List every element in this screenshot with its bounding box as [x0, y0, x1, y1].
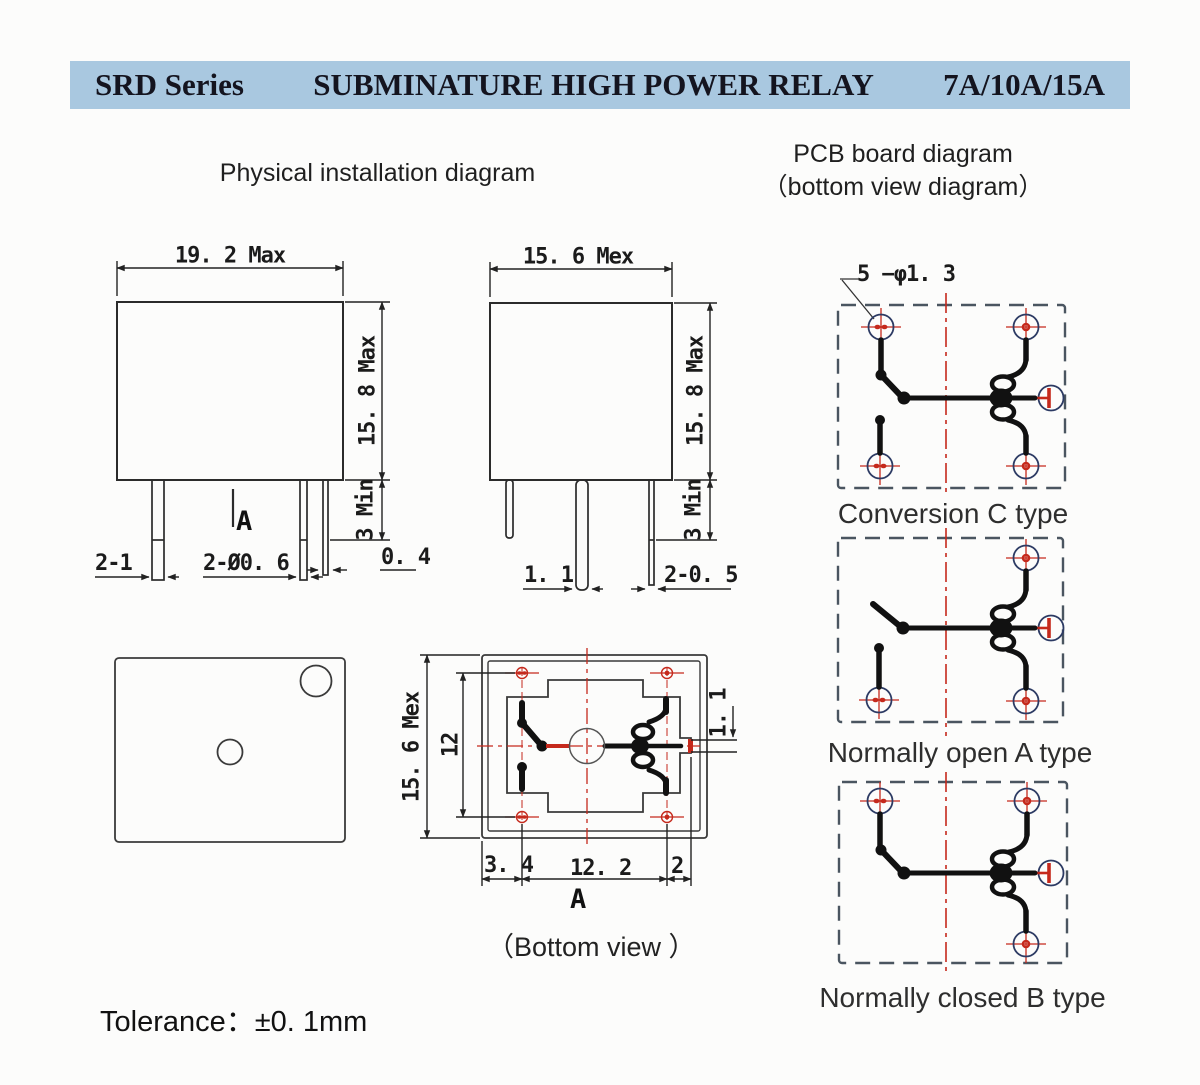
front-width-dim: 19. 2 Max — [174, 243, 286, 269]
right-section-title: PCB board diagram （bottom view diagram） — [738, 138, 1068, 204]
front-height-dim: 15. 8 Max — [355, 335, 381, 447]
top-view — [114, 657, 346, 843]
pcb-hole-dim: 5 −φ1. 3 — [857, 262, 956, 287]
pcb-a-type — [836, 528, 1065, 736]
header-title: SUBMINATURE HIGH POWER RELAY — [313, 67, 874, 102]
side-view-dimensions — [489, 262, 731, 593]
left-section-title: Physical installation diagram — [219, 159, 536, 187]
front-pin-left-dim: 2-1 — [95, 551, 133, 576]
header-rating: 7A/10A/15A — [943, 67, 1105, 102]
pcb-c-type — [836, 293, 1067, 497]
bottomview-pin-dim: 1. 1 — [706, 688, 732, 738]
bottom-view — [420, 648, 737, 886]
bottomview-caption: （Bottom view ） — [487, 932, 696, 962]
bottomview-dim-left: 3. 4 — [484, 853, 534, 878]
side-pin-right-dim: 2-0. 5 — [664, 563, 738, 588]
front-pin-mid-dim: 2-Ø0. 6 — [203, 551, 290, 576]
pcb-type-a-label: Normally open A type — [827, 737, 1093, 768]
header-series: SRD Series — [95, 67, 244, 102]
side-width-dim: 15. 6 Mex — [522, 244, 634, 270]
header-bar: SRD Series SUBMINATURE HIGH POWER RELAY … — [70, 61, 1130, 109]
front-view-dimensions — [95, 261, 416, 581]
right-section-title-line1: PCB board diagram — [793, 140, 1013, 168]
hole-dim-leader — [840, 278, 875, 320]
side-pin-mid-dim: 1. 1 — [524, 563, 574, 588]
front-pin-right-dim: 0. 4 — [381, 545, 431, 570]
side-pin-len-dim: 3 Min — [681, 479, 707, 541]
bottomview-marker-a: A — [570, 884, 587, 915]
front-marker-a: A — [236, 506, 253, 537]
front-pin-len-dim: 3 Min — [353, 479, 379, 541]
front-view — [116, 301, 344, 581]
side-height-dim: 15. 8 Max — [683, 335, 709, 447]
bottomview-dim-mid: 12. 2 — [570, 856, 632, 881]
pcb-b-type — [837, 772, 1069, 972]
pcb-type-b-label: Normally closed B type — [819, 982, 1106, 1013]
tolerance-note: Tolerance：±0. 1mm — [100, 1006, 368, 1038]
side-view — [489, 302, 673, 591]
pcb-type-c-label: Conversion C type — [837, 498, 1069, 529]
bottomview-height-dim: 15. 6 Mex — [399, 691, 425, 803]
right-section-title-line2: （bottom view diagram） — [762, 173, 1044, 201]
bottomview-inner-dim: 12 — [438, 732, 464, 758]
bottomview-dim-right: 2 — [671, 854, 684, 879]
